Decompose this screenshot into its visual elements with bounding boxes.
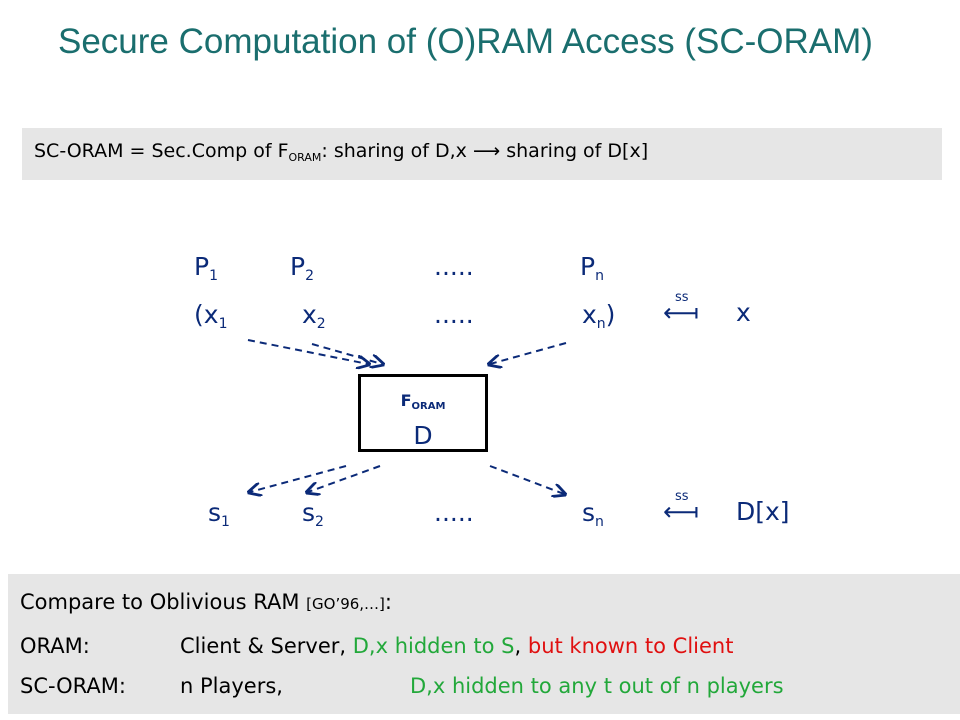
arrow-output-2 bbox=[308, 465, 381, 492]
citation: [GO’96,…] bbox=[306, 595, 385, 613]
definition-line: SC-ORAM = Sec.Comp of FORAM: sharing of … bbox=[34, 140, 648, 164]
slide-title: Secure Computation of (O)RAM Access (SC-… bbox=[58, 22, 873, 61]
sc-oram-row-label: SC-ORAM: bbox=[20, 674, 126, 698]
oram-known: but known to Client bbox=[527, 634, 734, 658]
comparison-box: Compare to Oblivious RAM [GO’96,…]: ORAM… bbox=[8, 574, 960, 714]
sc-oram-hidden: D,x hidden to any t out of n players bbox=[410, 674, 784, 698]
input-secret: x bbox=[736, 298, 751, 327]
arrow-output-n bbox=[489, 465, 564, 494]
arrow-input-n bbox=[490, 342, 567, 364]
functionality-box: FORAM D bbox=[358, 374, 488, 452]
input-share-2: x2 bbox=[302, 300, 326, 332]
comparison-heading: Compare to Oblivious RAM [GO’96,…]: bbox=[20, 590, 392, 614]
party-1: P1 bbox=[194, 252, 218, 284]
arrow-input-1 bbox=[247, 339, 368, 364]
input-share-ellipsis: ..... bbox=[434, 300, 474, 329]
oram-hidden: D,x hidden to S bbox=[352, 634, 515, 658]
sc-oram-parties: n Players, bbox=[180, 674, 283, 698]
definition-box: SC-ORAM = Sec.Comp of FORAM: sharing of … bbox=[22, 128, 942, 180]
output-share-n: sn bbox=[582, 498, 604, 530]
output-share-1: s1 bbox=[208, 498, 230, 530]
definition-colon: : bbox=[321, 140, 328, 162]
party-ellipsis: ..... bbox=[434, 252, 474, 281]
input-share-n: xn) bbox=[582, 300, 616, 332]
oram-parties: Client & Server, bbox=[180, 634, 347, 658]
definition-lhs: SC-ORAM = Sec.Comp of F bbox=[34, 140, 289, 162]
output-secret: D[x] bbox=[736, 497, 790, 526]
ss-label-output: ss bbox=[675, 489, 689, 504]
functionality-memory: D bbox=[413, 421, 433, 450]
oram-row-label: ORAM: bbox=[20, 634, 90, 658]
output-share-ellipsis: ..... bbox=[434, 498, 474, 527]
functionality-name: FORAM bbox=[400, 391, 446, 412]
ss-arrow-input: ⟻ bbox=[663, 298, 699, 327]
definition-rhs: sharing of D,x ⟶ sharing of D[x] bbox=[327, 140, 649, 162]
definition-subscript: ORAM bbox=[288, 151, 322, 164]
arrow-output-1 bbox=[250, 465, 347, 492]
output-share-2: s2 bbox=[302, 498, 324, 530]
party-n: Pn bbox=[580, 252, 604, 284]
input-share-1: (x1 bbox=[194, 300, 228, 332]
party-2: P2 bbox=[290, 252, 314, 284]
ss-arrow-output: ⟻ bbox=[663, 497, 699, 526]
arrow-input-2 bbox=[311, 343, 382, 364]
ss-label-input: ss bbox=[675, 290, 689, 305]
oram-row: Client & Server, D,x hidden to S, but kn… bbox=[180, 634, 734, 658]
